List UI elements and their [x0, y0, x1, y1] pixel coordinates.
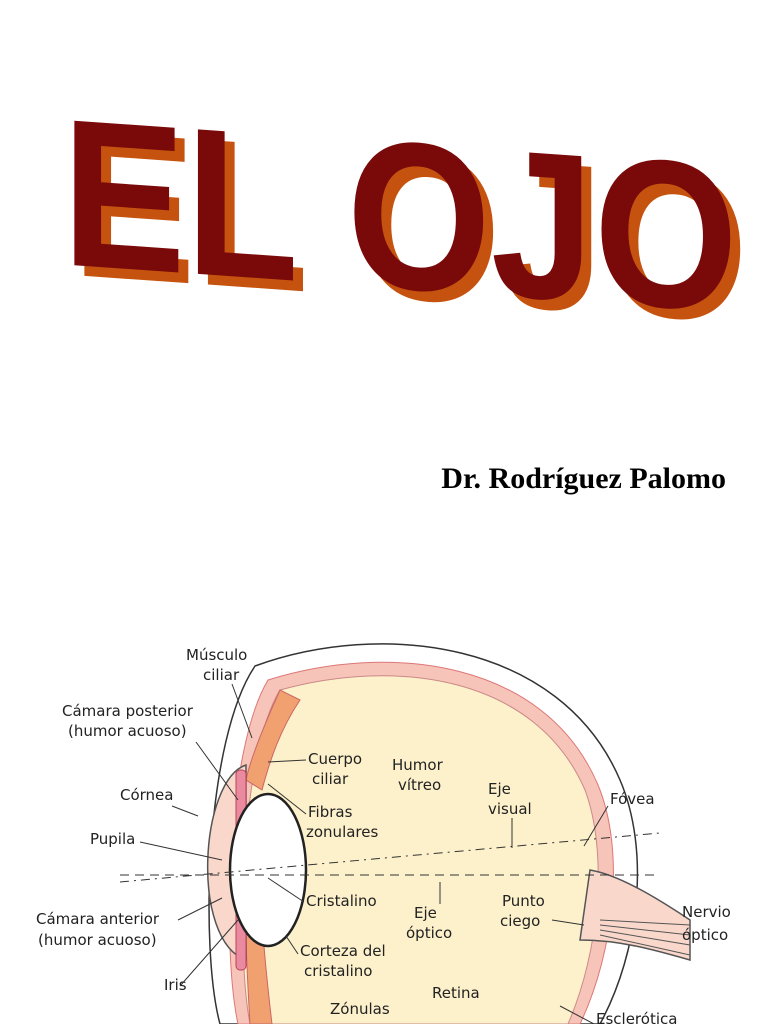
label-humor-vitreo-1: Humor	[392, 756, 444, 774]
label-fibras-2: zonulares	[306, 823, 378, 841]
label-musculo-ciliar-1: Músculo	[186, 646, 247, 664]
lens	[228, 792, 308, 948]
eye-anatomy-diagram: Músculo ciliar Cámara posterior (humor a…	[22, 628, 746, 1024]
label-corteza-2: cristalino	[304, 962, 373, 980]
visual-axis-line	[119, 832, 661, 883]
label-nervio-optico-2: óptico	[682, 926, 728, 944]
label-eje-visual-2: visual	[488, 800, 532, 818]
label-camara-anterior-2: (humor acuoso)	[38, 931, 157, 949]
label-eje-visual-1: Eje	[488, 780, 511, 798]
ciliary-body	[245, 689, 301, 791]
label-punto-ciego-1: Punto	[502, 892, 545, 910]
label-camara-posterior-1: Cámara posterior	[62, 702, 194, 720]
label-nervio-optico-1: Nervio	[682, 903, 731, 921]
label-iris: Iris	[164, 976, 187, 994]
title-shadow: EL OJO	[72, 120, 748, 367]
label-fovea: Fóvea	[610, 790, 655, 808]
label-esclerotica: Esclerótica	[596, 1010, 677, 1024]
leader-lines	[139, 683, 609, 1024]
label-camara-anterior-1: Cámara anterior	[36, 910, 160, 928]
label-retina: Retina	[432, 984, 480, 1002]
label-cristalino: Cristalino	[306, 892, 377, 910]
title-wordart: EL OJO EL OJO	[62, 120, 748, 367]
label-eje-optico-1: Eje	[414, 904, 437, 922]
label-punto-ciego-2: ciego	[500, 912, 540, 930]
label-cuerpo-ciliar-1: Cuerpo	[308, 750, 362, 768]
label-musculo-ciliar-2: ciliar	[203, 666, 240, 684]
label-eje-optico-2: óptico	[406, 924, 452, 942]
label-humor-vitreo-2: vítreo	[398, 776, 441, 794]
title-text: EL OJO	[62, 120, 738, 357]
label-pupila: Pupila	[90, 830, 135, 848]
author-name: Dr. Rodríguez Palomo	[441, 462, 726, 495]
optic-nerve-fibers	[599, 919, 691, 956]
label-cuerpo-ciliar-2: ciliar	[312, 770, 349, 788]
label-corteza-1: Corteza del	[300, 942, 386, 960]
label-zonulas: Zónulas	[330, 1000, 390, 1018]
label-camara-posterior-2: (humor acuoso)	[68, 722, 187, 740]
optic-nerve	[579, 869, 691, 961]
label-fibras-1: Fibras	[308, 803, 353, 821]
label-cornea: Córnea	[120, 786, 173, 804]
